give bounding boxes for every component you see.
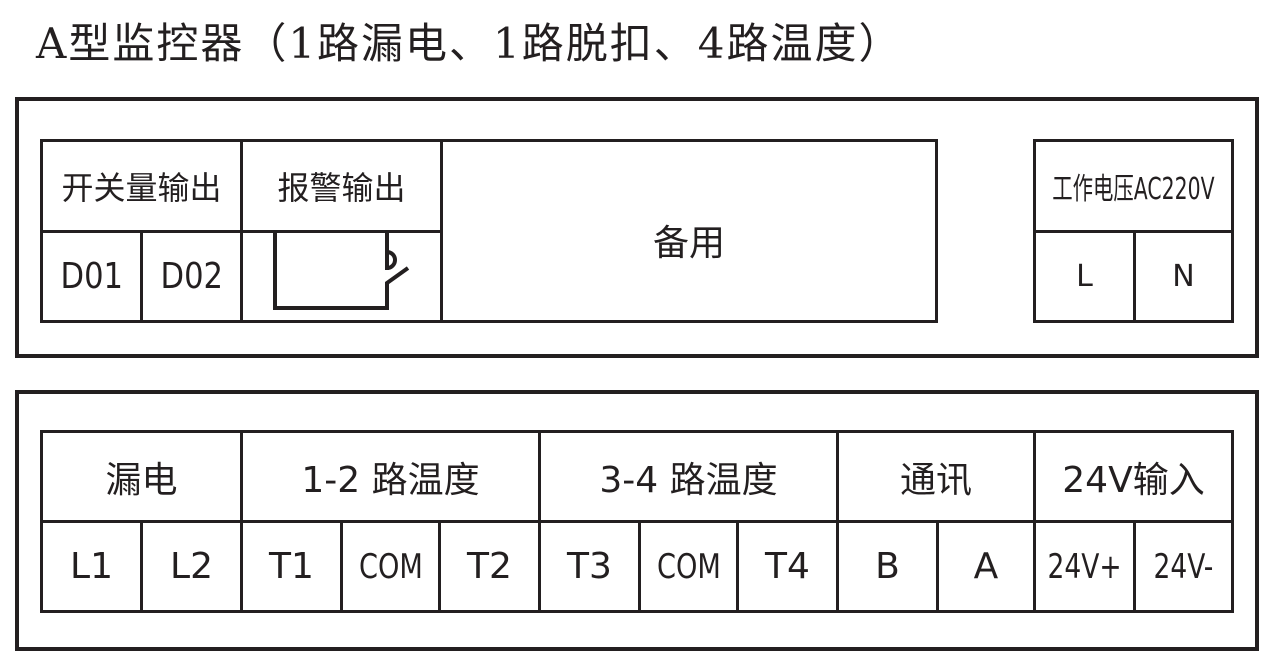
terminal-n: N	[1133, 230, 1234, 323]
temp-3-4-header: 3-4 路温度	[538, 430, 839, 523]
alarm-output-header: 报警输出	[240, 139, 443, 233]
terminal-t2: T2	[438, 520, 541, 613]
terminal-t1: T1	[240, 520, 343, 613]
terminal-d01: D01	[40, 230, 143, 323]
relay-contact-icon	[273, 230, 410, 310]
terminal-24v-minus: 24V-	[1133, 520, 1234, 613]
24v-input-header: 24V输入	[1033, 430, 1234, 523]
terminal-t4: T4	[736, 520, 839, 613]
terminal-l2: L2	[140, 520, 243, 613]
terminal-com-1: COM	[340, 520, 441, 613]
bottom-panel	[15, 390, 1259, 651]
temp-1-2-header: 1-2 路温度	[240, 430, 541, 523]
power-header: 工作电压AC220V	[1033, 139, 1234, 233]
terminal-t3: T3	[538, 520, 641, 613]
terminal-b: B	[836, 520, 939, 613]
switch-output-header: 开关量输出	[40, 139, 243, 233]
top-panel	[15, 97, 1259, 358]
terminal-l1: L1	[40, 520, 143, 613]
terminal-com-2: COM	[638, 520, 739, 613]
terminal-d02: D02	[140, 230, 243, 323]
diagram-title: A型监控器（1路漏电、1路脱扣、4路温度）	[36, 19, 903, 68]
reserved-area: 备用	[440, 139, 938, 323]
terminal-l: L	[1033, 230, 1136, 323]
terminal-24v-plus: 24V+	[1033, 520, 1136, 613]
comm-header: 通讯	[836, 430, 1036, 523]
terminal-a: A	[936, 520, 1036, 613]
leakage-header: 漏电	[40, 430, 243, 523]
